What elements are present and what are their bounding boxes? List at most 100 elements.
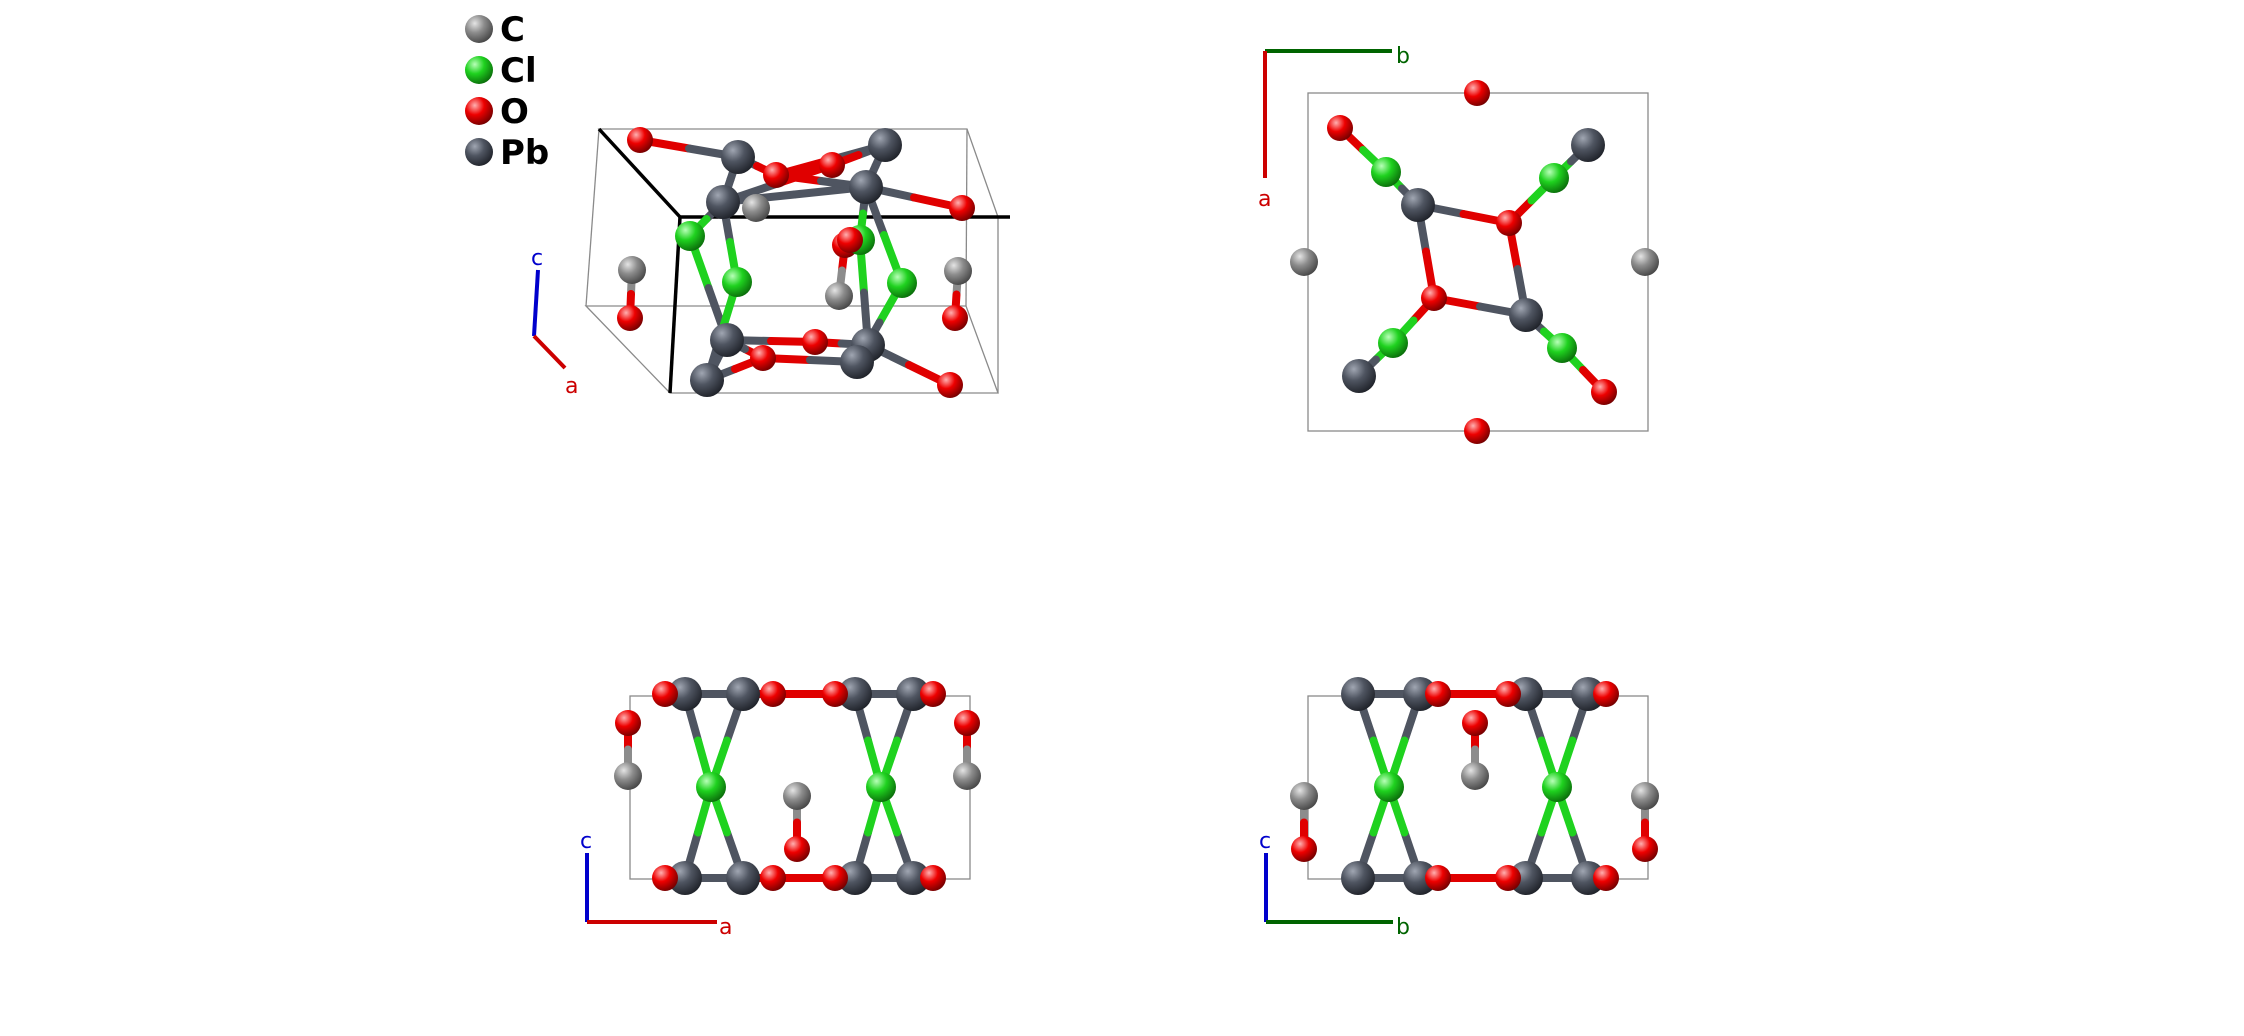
atom-o [937, 372, 963, 398]
atom-pb [1342, 359, 1376, 393]
bonds-perspective [626, 136, 966, 389]
atom-o [819, 152, 845, 178]
atom-o [837, 227, 863, 253]
atom-pb [1341, 861, 1375, 895]
atom-c [1631, 248, 1659, 276]
atom-pb [721, 140, 755, 174]
atom-o [760, 865, 786, 891]
atom-cl [696, 772, 726, 802]
legend-swatch-c [465, 15, 493, 43]
atom-pb [710, 323, 744, 357]
atom-o [1495, 681, 1521, 707]
atoms-perspective [617, 127, 975, 398]
atom-o [763, 162, 789, 188]
atom-o [954, 710, 980, 736]
atom-pb [1571, 128, 1605, 162]
atom-c [825, 282, 853, 310]
atom-o [652, 681, 678, 707]
atoms-along-b [614, 677, 981, 895]
atom-cl [1539, 163, 1569, 193]
view-along-c: b a [1258, 44, 1659, 444]
legend-swatch-o [465, 97, 493, 125]
atom-cl [675, 221, 705, 251]
atom-o [760, 681, 786, 707]
atom-pb [1401, 188, 1435, 222]
atom-o [802, 329, 828, 355]
atom-o [822, 865, 848, 891]
atom-pb [896, 677, 930, 711]
atom-cl [1371, 157, 1401, 187]
legend-swatch-pb [465, 138, 493, 166]
atom-pb [668, 861, 702, 895]
atom-c [1290, 248, 1318, 276]
atom-cl [1547, 333, 1577, 363]
atom-o [942, 305, 968, 331]
legend-label-pb: Pb [500, 133, 549, 173]
atom-c [783, 782, 811, 810]
atom-pb [868, 128, 902, 162]
axis-c-label: c [580, 829, 592, 854]
axis-a-label: a [565, 374, 578, 399]
atom-cl [722, 267, 752, 297]
atom-cl [1374, 772, 1404, 802]
atom-cl [1542, 772, 1572, 802]
axis-triad-along-b: c a [580, 829, 732, 940]
atom-o [617, 305, 643, 331]
atom-o [949, 195, 975, 221]
axis-b-label: b [1396, 915, 1410, 940]
atom-c [1290, 782, 1318, 810]
axis-a-label: a [719, 915, 732, 940]
atom-o [1591, 379, 1617, 405]
atom-pb [849, 170, 883, 204]
axis-b-label: b [1396, 44, 1410, 69]
atom-pb [838, 861, 872, 895]
atom-o [920, 681, 946, 707]
atom-o [1327, 115, 1353, 141]
atom-pb [706, 185, 740, 219]
atom-o [1593, 865, 1619, 891]
atom-o [750, 345, 776, 371]
atom-o [1593, 681, 1619, 707]
atoms-along-c [1290, 80, 1659, 444]
axis-a-label: a [1258, 187, 1271, 212]
axis-c-label: c [1259, 829, 1271, 854]
atoms-along-a [1290, 677, 1659, 895]
atom-pb [1509, 298, 1543, 332]
atom-pb [1341, 677, 1375, 711]
atom-pb [896, 861, 930, 895]
atom-o [1496, 210, 1522, 236]
legend-swatch-cl [465, 56, 493, 84]
axis-triad-along-c: b a [1258, 44, 1410, 212]
atom-pb [840, 345, 874, 379]
axis-triad-along-a: c b [1259, 829, 1410, 940]
atom-c [614, 762, 642, 790]
atom-o [1421, 285, 1447, 311]
axis-c-label: c [531, 246, 543, 271]
atom-o [1462, 710, 1488, 736]
atom-c [742, 194, 770, 222]
atom-c [1461, 762, 1489, 790]
atom-pb [690, 363, 724, 397]
atom-pb [726, 861, 760, 895]
view-perspective: c a [531, 127, 1010, 399]
atom-pb [668, 677, 702, 711]
atom-o [822, 681, 848, 707]
element-legend: C Cl O Pb [465, 10, 549, 173]
atom-o [784, 836, 810, 862]
axis-triad-perspective: c a [531, 246, 578, 399]
atom-pb [838, 677, 872, 711]
atom-o [615, 710, 641, 736]
atom-o [1291, 836, 1317, 862]
atom-o [1632, 836, 1658, 862]
view-along-a: c b [1259, 677, 1659, 940]
axis-c-line [532, 269, 540, 337]
atom-o [627, 127, 653, 153]
atom-c [944, 257, 972, 285]
atom-o [920, 865, 946, 891]
atom-c [1631, 782, 1659, 810]
atom-c [953, 762, 981, 790]
atom-o [1495, 865, 1521, 891]
atom-cl [887, 268, 917, 298]
legend-label-cl: Cl [500, 51, 537, 91]
